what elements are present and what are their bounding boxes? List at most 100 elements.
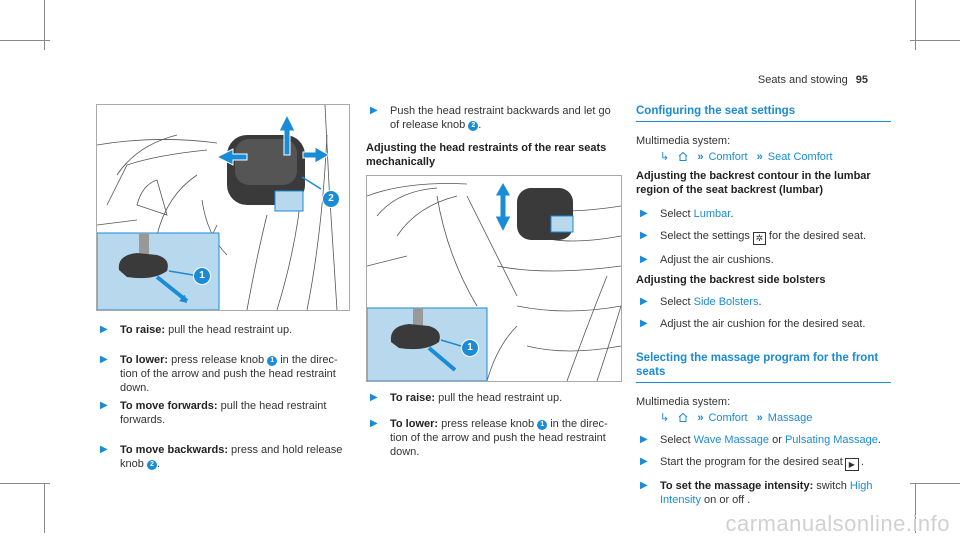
step-label: To set the massage intensity: xyxy=(660,480,814,492)
step-text: Select the settings xyxy=(660,230,750,242)
callout-2: 2 xyxy=(146,460,157,470)
callout-1: 1 xyxy=(461,339,479,357)
step-bullet-icon: ▶ xyxy=(100,354,108,365)
heading-bolsters: Adjusting the backrest side bolsters xyxy=(636,274,826,286)
step-text: for the desired seat. xyxy=(768,230,867,242)
page-header: Seats and stowing 95 xyxy=(758,73,868,87)
step-start-program: ▶ Start the program for the desired seat… xyxy=(640,456,864,471)
menu-massage-link[interactable]: Massage xyxy=(767,412,813,424)
heading-lumbar: Adjusting the backrest contour in the lu… xyxy=(636,170,871,196)
step-bullet-icon: ▶ xyxy=(640,456,648,467)
crop-mark xyxy=(910,483,960,484)
crop-mark xyxy=(915,483,916,533)
path-separator-icon: » xyxy=(697,412,704,424)
section-title-seat-settings: Configuring the seat settings xyxy=(636,104,891,122)
step-bullet-icon: ▶ xyxy=(370,105,378,116)
step-label: To raise: xyxy=(390,392,436,404)
step-bullet-icon: ▶ xyxy=(100,444,108,455)
watermark: carmanualsonline.info xyxy=(725,511,950,536)
crop-mark xyxy=(915,0,916,50)
column-front-head-restraint: 2 1 ▶ To raise: pull the head restraint … xyxy=(96,104,350,471)
home-icon xyxy=(678,413,688,422)
step-text: switch xyxy=(816,480,847,492)
step-label: To lower: xyxy=(120,354,169,366)
front-head-restraint-illustration: 2 1 xyxy=(96,104,350,311)
step-bullet-icon: ▶ xyxy=(370,418,378,429)
step-push-back: ▶ Push the head restraint backwards and … xyxy=(366,104,622,132)
menu-comfort-link[interactable]: Comfort xyxy=(708,151,748,163)
step-text: Select xyxy=(660,208,691,220)
step-label: To raise: xyxy=(120,324,166,336)
step-label: To lower: xyxy=(390,418,439,430)
callout-2: 2 xyxy=(468,121,479,131)
play-icon[interactable]: ▶ xyxy=(844,458,859,471)
path-arrow-icon: ↳ xyxy=(660,412,670,424)
path-arrow-icon: ↳ xyxy=(660,151,670,163)
section-title-massage: Selecting the massage program for the fr… xyxy=(636,351,891,383)
crop-mark xyxy=(0,40,50,41)
crop-mark xyxy=(0,483,50,484)
crop-mark xyxy=(44,483,45,533)
heading-rear-restraints: Adjusting the head restraints of the rea… xyxy=(366,142,607,168)
step-text: in the direc- tion of the arrow and push… xyxy=(390,418,608,458)
side-bolsters-link[interactable]: Side Bolsters xyxy=(693,296,759,308)
step-text: Select xyxy=(660,296,691,308)
step-bullet-icon: ▶ xyxy=(100,324,108,335)
step-raise: ▶ To raise: pull the head restraint up. xyxy=(96,323,350,337)
step-forwards: ▶ To move forwards: pull the head restra… xyxy=(96,399,350,427)
step-text: . xyxy=(478,119,482,131)
crop-mark xyxy=(44,0,45,50)
multimedia-label: Multimedia system: xyxy=(636,135,731,147)
step-bullet-icon: ▶ xyxy=(640,296,648,307)
step-lower-rear: ▶ To lower: press release knob 1 in the … xyxy=(366,417,622,459)
path-separator-icon: » xyxy=(756,151,763,163)
lumbar-link[interactable]: Lumbar xyxy=(693,208,731,220)
step-text: pull the head restraint forwards. xyxy=(120,400,327,426)
front-seat-drawing xyxy=(97,105,338,310)
step-text: press release knob xyxy=(438,418,538,430)
step-text: press release knob xyxy=(168,354,268,366)
rear-seat-drawing xyxy=(367,180,621,381)
callout-1: 1 xyxy=(193,267,211,285)
callout-1: 1 xyxy=(267,356,278,366)
column-seat-settings: Configuring the seat settings Multimedia… xyxy=(636,104,891,507)
callout-2: 2 xyxy=(322,190,340,208)
menu-path-massage: ↳ » Comfort » Massage xyxy=(636,411,891,425)
menu-seat-comfort-link[interactable]: Seat Comfort xyxy=(767,151,833,163)
high-intensity-link[interactable]: High Intensity xyxy=(660,480,873,506)
step-label: To move forwards: xyxy=(120,400,218,412)
step-select-lumbar: ▶ Select Lumbar. xyxy=(640,208,734,220)
step-adjust-air-cushion: ▶ Adjust the air cushion for the desired… xyxy=(636,317,891,331)
wave-massage-link[interactable]: Wave Massage xyxy=(693,434,770,446)
step-lower: ▶ To lower: press release knob 1 in the … xyxy=(96,353,350,395)
step-bullet-icon: ▶ xyxy=(100,400,108,411)
section-name: Seats and stowing xyxy=(757,74,848,86)
step-backwards: ▶ To move backwards: press and hold rele… xyxy=(96,443,350,471)
step-bullet-icon: ▶ xyxy=(640,318,648,329)
callout-1: 1 xyxy=(537,420,548,430)
column-rear-head-restraint: ▶ Push the head restraint backwards and … xyxy=(366,104,622,459)
step-adjust-air: ▶ Adjust the air cushions. xyxy=(636,253,891,267)
step-text: or xyxy=(772,434,782,446)
step-bullet-icon: ▶ xyxy=(640,230,648,241)
step-text: Adjust the air cushions. xyxy=(660,254,774,266)
step-select-settings: ▶ Select the settings✲for the desired se… xyxy=(636,229,891,245)
step-select-bolsters: ▶ Select Side Bolsters. xyxy=(640,296,762,308)
page-number: 95 xyxy=(855,74,868,86)
path-separator-icon: » xyxy=(756,412,763,424)
step-text: Push the head restraint backwards and le… xyxy=(390,105,611,131)
step-text: pull the head restraint up. xyxy=(165,324,293,336)
step-bullet-icon: ▶ xyxy=(370,392,378,403)
gear-icon[interactable]: ✲ xyxy=(752,232,766,245)
path-separator-icon: » xyxy=(697,151,704,163)
step-text: Start the program for the desired seat xyxy=(660,456,843,468)
step-massage-intensity: ▶ To set the massage intensity: switch H… xyxy=(636,479,891,507)
step-raise-rear: ▶ To raise: pull the head restraint up. xyxy=(366,391,622,405)
menu-comfort-link[interactable]: Comfort xyxy=(708,412,748,424)
step-text: press and hold release knob xyxy=(120,444,343,470)
step-bullet-icon: ▶ xyxy=(640,434,648,445)
step-text: pull the head restraint up. xyxy=(435,392,563,404)
pulsating-massage-link[interactable]: Pulsating Massage xyxy=(784,434,878,446)
crop-mark xyxy=(910,40,960,41)
multimedia-label: Multimedia system: xyxy=(636,396,731,408)
